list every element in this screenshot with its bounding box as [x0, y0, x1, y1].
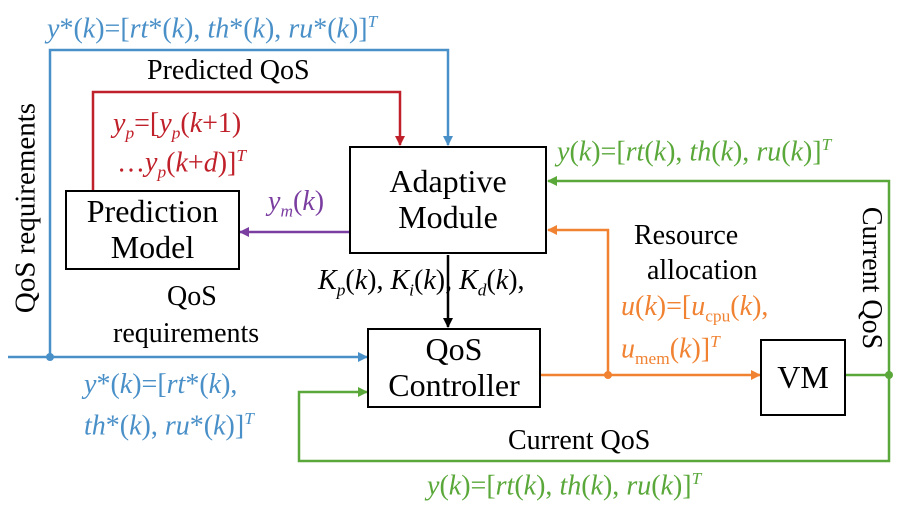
- ym-label: ym(k): [268, 186, 325, 221]
- controller-line1: QoS: [425, 331, 483, 368]
- vm-label: VM: [777, 358, 829, 395]
- blue-junction-dot: [46, 353, 54, 361]
- vm-block: VM: [760, 339, 846, 416]
- current-qos-bottom-label: Current QoS: [508, 425, 651, 456]
- current-qos-vertical-label: Current QoS: [856, 206, 887, 350]
- qos-requirements-label-2: requirements: [113, 318, 260, 349]
- predicted-qos-arrow: [91, 90, 405, 190]
- controller-line2: Controller: [388, 367, 520, 403]
- adaptive-line2: Module: [398, 199, 498, 235]
- qos-requirements-label-1: QoS: [167, 281, 217, 312]
- adaptive-line1: Adaptive: [389, 163, 507, 200]
- u-label-2: umem(k)]T: [621, 332, 720, 368]
- ystar-top-label: y*(k)=[rt*(k), th*(k), ru*(k)]T: [47, 12, 378, 45]
- ystar-bottom-label-1: y*(k)=[rt*(k),: [84, 369, 238, 400]
- prediction-line2: Model: [110, 229, 195, 265]
- y-right-label: y(k)=[rt(k), th(k), ru(k)]T: [557, 135, 832, 168]
- y-bottom-label: y(k)=[rt(k), th(k), ru(k)]T: [427, 469, 702, 502]
- yp-label-2: …yp(k+d)]T: [117, 146, 246, 182]
- predicted-qos-label: Predicted QoS: [147, 55, 310, 86]
- ystar-bottom-label-2: th*(k), ru*(k)]T: [84, 409, 254, 442]
- qos-requirements-vertical-label: QoS requirements: [9, 102, 42, 314]
- green-junction-dot: [885, 371, 893, 379]
- resource-allocation-arrow: [541, 225, 761, 380]
- u-label-1: u(k)=[ucpu(k),: [621, 291, 769, 326]
- resource-label-2: allocation: [647, 255, 758, 286]
- yp-label-1: yp=[yp(k+1): [113, 108, 242, 143]
- current-qos-arrow: [297, 176, 891, 463]
- prediction-line1: Prediction: [86, 193, 219, 230]
- qos-requirements-arrow: [8, 48, 453, 362]
- gains-label: Kp(k), Ki(k), Kd(k),: [318, 265, 525, 300]
- orange-junction-dot: [604, 371, 612, 379]
- resource-label-1: Resource: [634, 220, 739, 251]
